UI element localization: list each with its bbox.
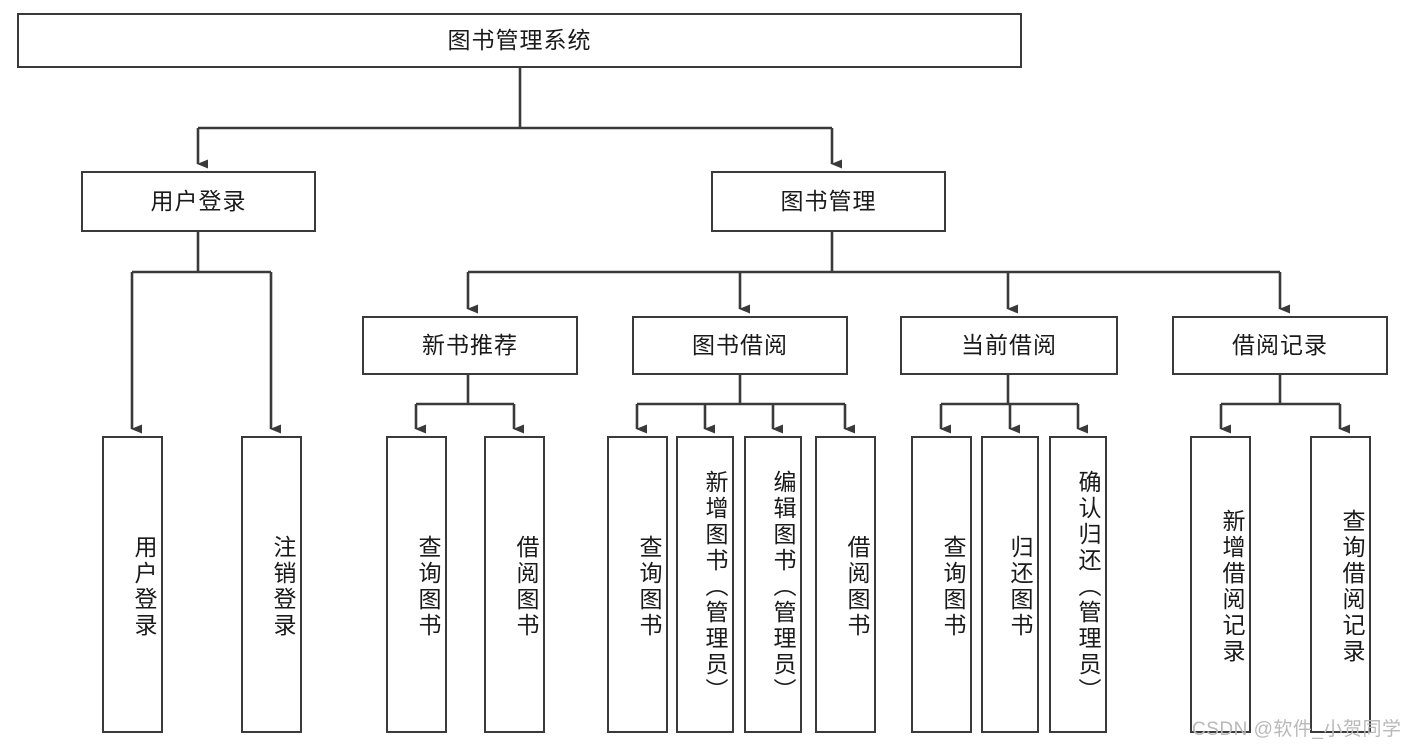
node-label: 查询图书 [636, 534, 662, 639]
node-leaf-add-borrow-record[interactable]: 新增借阅记录 [1190, 436, 1251, 733]
node-label: 归还图书 [1007, 534, 1033, 639]
node-label: 查询图书 [940, 534, 966, 639]
node-label: 图书借阅 [692, 331, 788, 358]
node-label: 图书管理系统 [447, 26, 592, 53]
node-label: 新增图书（管理员） [702, 469, 728, 704]
node-leaf-borrow-book-recommend[interactable]: 借阅图书 [484, 436, 545, 733]
node-label: 用户登录 [131, 534, 157, 639]
node-leaf-borrow-book[interactable]: 借阅图书 [815, 436, 876, 733]
node-label: 注销登录 [270, 534, 296, 639]
node-label: 图书管理 [780, 187, 877, 214]
node-book-manage[interactable]: 图书管理 [711, 171, 946, 232]
node-user-login[interactable]: 用户登录 [81, 171, 316, 232]
node-leaf-query-book-recommend[interactable]: 查询图书 [386, 436, 447, 733]
node-label: 查询借阅记录 [1339, 508, 1365, 665]
node-new-book-recommend[interactable]: 新书推荐 [362, 316, 578, 375]
node-label: 查询图书 [415, 534, 441, 639]
node-label: 用户登录 [150, 187, 247, 214]
node-label: 当前借阅 [961, 331, 1057, 358]
node-leaf-query-book[interactable]: 查询图书 [607, 436, 668, 733]
node-leaf-add-book-admin[interactable]: 新增图书（管理员） [676, 436, 734, 733]
node-leaf-edit-book-admin[interactable]: 编辑图书（管理员） [744, 436, 802, 733]
node-leaf-confirm-return-admin[interactable]: 确认归还（管理员） [1049, 436, 1107, 733]
node-leaf-return-book[interactable]: 归还图书 [981, 436, 1039, 733]
node-book-borrow[interactable]: 图书借阅 [632, 316, 848, 375]
node-borrow-record[interactable]: 借阅记录 [1172, 316, 1388, 375]
node-leaf-query-borrow-record[interactable]: 查询借阅记录 [1310, 436, 1371, 733]
node-root-system[interactable]: 图书管理系统 [17, 13, 1022, 68]
node-label: 编辑图书（管理员） [770, 469, 796, 704]
node-label: 借阅记录 [1232, 331, 1328, 358]
node-label: 新增借阅记录 [1219, 508, 1245, 665]
node-label: 借阅图书 [844, 534, 870, 639]
node-label: 确认归还（管理员） [1075, 469, 1101, 704]
node-leaf-logout[interactable]: 注销登录 [241, 436, 302, 733]
node-leaf-user-login[interactable]: 用户登录 [102, 436, 163, 733]
node-leaf-query-book-current[interactable]: 查询图书 [911, 436, 972, 733]
node-current-borrow[interactable]: 当前借阅 [900, 316, 1118, 375]
csdn-watermark: CSDN @软件_小贺同学 [1192, 719, 1402, 740]
node-label: 借阅图书 [513, 534, 539, 639]
node-label: 新书推荐 [422, 331, 518, 358]
